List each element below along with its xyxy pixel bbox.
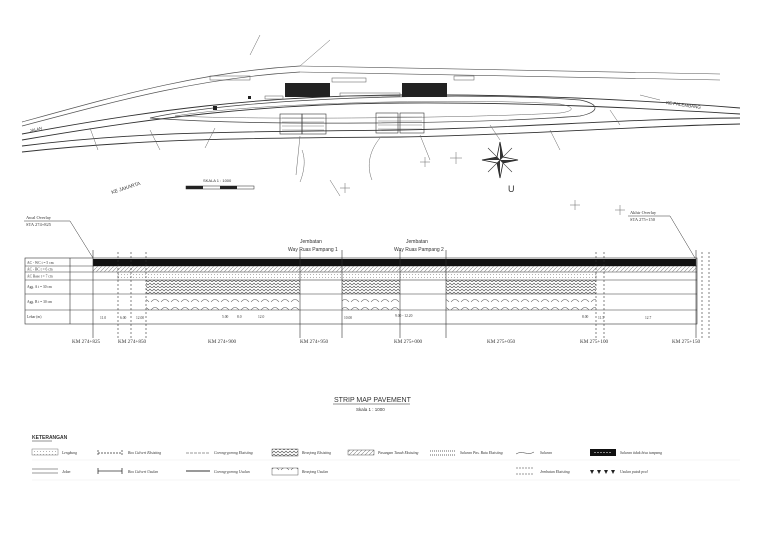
width-value-10: 11.5 — [598, 316, 604, 320]
width-value-1: 11.0 — [100, 316, 106, 320]
bridge1-line1: Jembatan — [300, 239, 322, 245]
row-label-acbase: AC Base t = 7 cm — [27, 275, 53, 279]
km-label-274-950: KM 274+950 — [300, 339, 329, 345]
legend-swatch-bronjong-usulan — [271, 467, 299, 476]
legend-swatch-box-culvert-usulan — [97, 468, 123, 474]
road-label-left: KE JAKARTA — [111, 181, 142, 196]
legend-text-pasangan-tanah: Pasangan Tanah Eksisting — [377, 451, 418, 455]
legend-text-patok: Usulan patok pral — [620, 470, 648, 474]
row-label-acbc: AC - BC t = 6 cm — [27, 268, 53, 272]
km-label-275-000: KM 275+000 — [394, 339, 423, 345]
plan-view: U KE JAKARTA KE PALEMBANG JALAN SKALA 1 … — [21, 34, 741, 215]
legend-swatch-saluran — [515, 451, 535, 455]
legend-swatch-patok — [590, 470, 615, 474]
title-main: STRIP MAP PAVEMENT — [334, 397, 412, 404]
legend-swatch-box-culvert-eksisting — [97, 450, 123, 456]
row-label-agga: Agg. A t = 30 cm — [27, 285, 52, 289]
km-label-274-825: KM 274+825 — [72, 339, 101, 345]
akhir-overlay-sta: STA 275+150 — [630, 217, 656, 222]
legend-text-box-culvert-usulan: Box Culvert Usulan — [128, 470, 158, 474]
width-value-3: 12.00 — [136, 316, 144, 320]
width-value-7: 10.00 — [344, 316, 352, 320]
legend-text-jalan: Jalan — [62, 470, 71, 474]
km-label-275-150: KM 275+150 — [672, 339, 701, 345]
akhir-overlay-label: Akhir Overlay — [630, 210, 657, 215]
legend-text-bronjong-eksisting: Bronjong Eksisting — [302, 451, 331, 455]
strip-map: Awal Overlay STA 274+825 Akhir Overlay S… — [24, 210, 710, 345]
road-label-right: KE PALEMBANG — [666, 100, 702, 110]
legend-text-saluran-tidak: Saluran tidak bisa tumpang — [620, 451, 662, 455]
legend: KETERANGAN Lengkung Box Culvert Eksistin… — [31, 435, 740, 481]
legend-heading: KETERANGAN — [32, 435, 68, 441]
width-value-5: 8.0 — [237, 315, 242, 319]
plan-scale-title: SKALA 1 : 1000 — [203, 178, 232, 183]
legend-text-bronjong-usulan: Bronjong Usulan — [302, 470, 328, 474]
row-label-acwc: AC - WC t = 5 cm — [27, 261, 54, 265]
legend-text-gorong-usulan: Gorong-gorong Usulan — [214, 470, 250, 474]
legend-swatch-bronjong-eksisting — [271, 448, 299, 457]
legend-text-saluran-batu: Saluran Pas. Batu Eksisting — [460, 451, 503, 455]
width-value-8: 9.00 - 12.20 — [395, 314, 413, 318]
row-label-aggb: Agg. B t = 30 cm — [27, 300, 52, 304]
awal-overlay-sta: STA 274+825 — [26, 222, 52, 227]
north-arrow-icon — [481, 141, 519, 179]
legend-text-jembatan-eksisting: Jembatan Eksisting — [540, 470, 570, 474]
jalan-label: JALAN — [29, 125, 42, 133]
row-label-lebar: Lebar (m) — [27, 315, 42, 319]
bridge1-line2: Way Ruas Pampang 1 — [288, 247, 338, 253]
km-label-275-050: KM 275+050 — [487, 339, 516, 345]
legend-text-gorong-eksisting: Gorong-gorong Eksisting — [214, 451, 253, 455]
km-label-275-100: KM 275+100 — [580, 339, 609, 345]
legend-text-saluran: Saluran — [540, 451, 552, 455]
width-value-6: 12.0 — [258, 315, 264, 319]
legend-swatch-jembatan-eksisting — [516, 467, 534, 475]
width-value-9: 8.00 — [582, 315, 588, 319]
north-letter: U — [508, 184, 515, 194]
awal-overlay-label: Awal Overlay — [26, 215, 52, 220]
title-sub: Skala 1 : 1000 — [356, 407, 385, 412]
drawing-title: STRIP MAP PAVEMENT Skala 1 : 1000 — [333, 397, 412, 412]
km-label-274-850: KM 274+850 — [118, 339, 147, 345]
legend-swatch-jalan — [32, 468, 58, 474]
legend-swatch-lengkung — [31, 448, 59, 456]
legend-swatch-saluran-batu — [430, 450, 456, 456]
legend-swatch-pasangan-tanah — [347, 449, 375, 456]
legend-text-box-culvert-eksisting: Box Culvert Eksisting — [128, 451, 161, 455]
bridge2-line2: Way Ruas Pampang 2 — [394, 247, 444, 253]
width-value-11: 12.7 — [645, 316, 651, 320]
plan-scale-bar: SKALA 1 : 1000 — [185, 178, 255, 190]
width-value-2: 6.00 — [120, 316, 126, 320]
width-value-4: 5.00 — [222, 315, 228, 319]
bridge2-line1: Jembatan — [406, 239, 428, 245]
legend-text-lengkung: Lengkung — [61, 451, 77, 455]
km-label-274-900: KM 274+900 — [208, 339, 237, 345]
